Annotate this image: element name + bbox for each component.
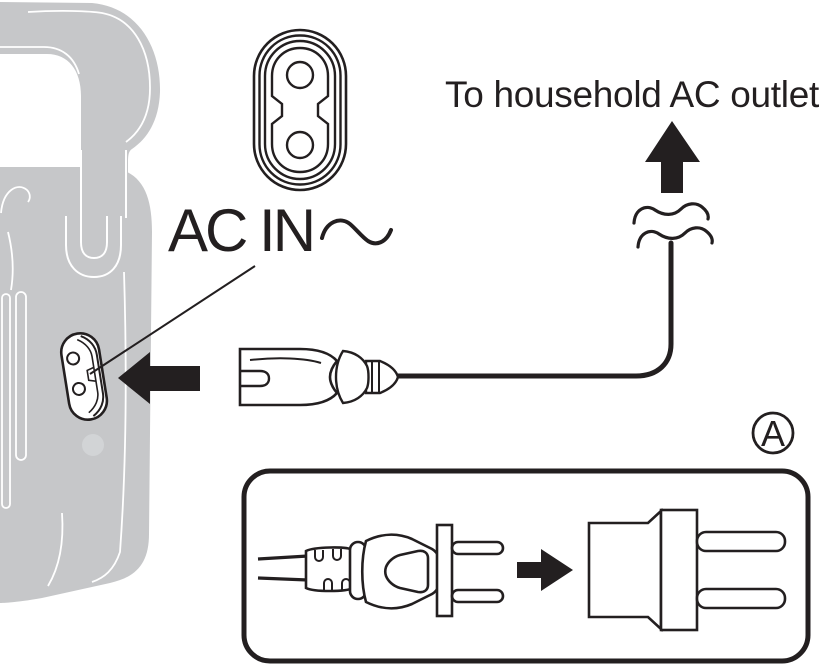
leader-line [89,265,256,375]
c7-plug-side-icon [238,347,400,407]
sine-wave-icon [320,218,393,246]
right-arrow-icon [517,549,573,591]
c7-connector-front-icon [252,28,348,192]
body-detail-arc-bottom [47,512,64,587]
plug-adapter-icon [587,508,787,632]
power-cable [395,240,674,379]
screw-hole [82,434,104,456]
ac-inlet-port [59,331,109,421]
outlet-label: To household AC outlet [445,74,820,115]
vent-slot-2 [15,291,27,461]
vent-slot-1 [1,293,11,509]
up-arrow-icon [645,121,700,193]
left-arrow-icon [118,352,200,404]
body-detail-arc-small [7,231,14,291]
handle-highlight-outer [27,10,151,143]
ac-in-label: AC IN [168,197,313,264]
device-handle [0,2,161,232]
break-marks-icon [632,202,714,249]
handle-bar-edges [80,150,127,218]
handle-pivot-outer [65,216,122,279]
callout-a-badge: A [751,411,795,455]
inset-box [241,468,811,664]
body-edge-highlight [91,271,127,583]
device-silhouette [0,2,161,603]
handle-pivot-inner [80,216,108,260]
body-detail-arc-top [0,186,31,214]
handle-highlight-inner [0,46,80,75]
callout-a-letter: A [761,413,785,454]
us-plug-icon [257,523,505,618]
